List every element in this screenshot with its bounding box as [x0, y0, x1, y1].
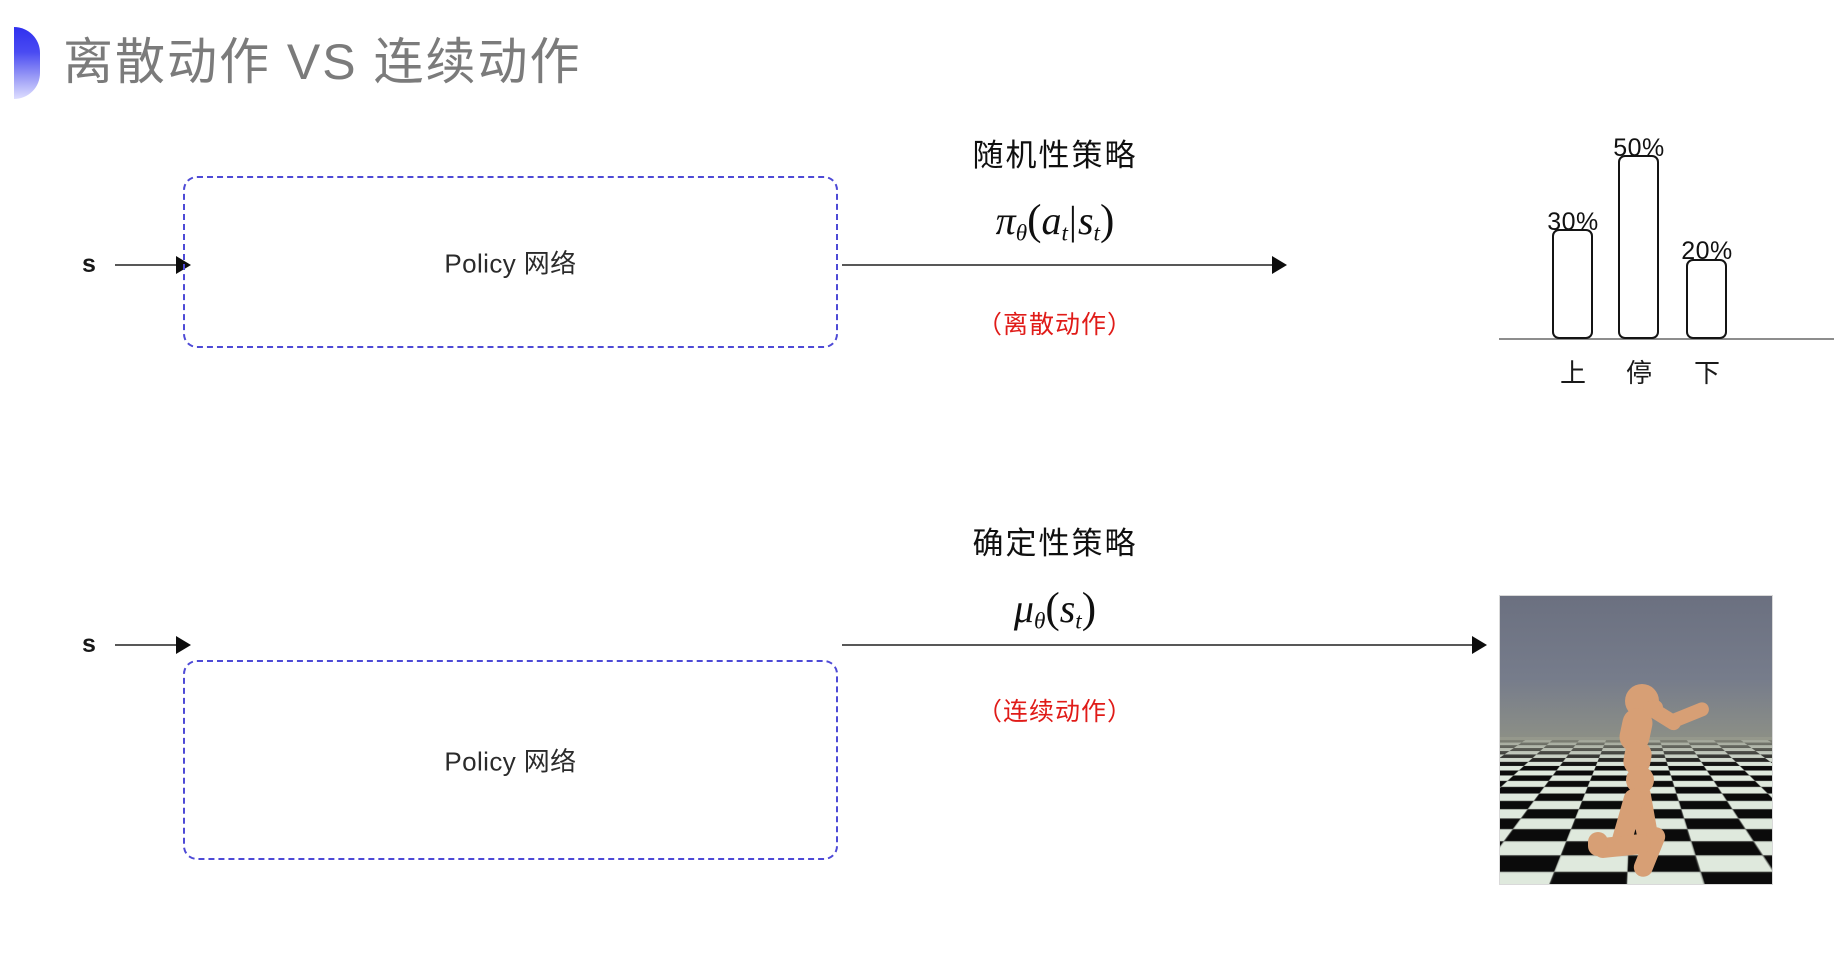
policy-network-box-row2[interactable]: Policy 网络	[183, 660, 838, 860]
policy-network-label-row1: Policy 网络	[444, 248, 577, 279]
policy-network-box-row1[interactable]: Policy 网络	[183, 176, 838, 348]
output-arrow-line-row2	[842, 644, 1475, 646]
deterministic-policy-description: 确定性策略 μθ(st)	[930, 522, 1180, 646]
output-arrow-line-row1	[842, 264, 1275, 266]
formula-theta-sub-2: θ	[1033, 608, 1046, 635]
bar-value-2: 20%	[1681, 237, 1733, 265]
stochastic-policy-formula: πθ(at|st)	[930, 196, 1180, 258]
continuous-action-tag: （连续动作）	[976, 698, 1133, 726]
deterministic-policy-title: 确定性策略	[972, 526, 1138, 561]
bar-category-0: 上	[1559, 358, 1586, 388]
formula-a-sub: t	[1061, 220, 1068, 247]
bar-1	[1618, 155, 1659, 339]
formula-s: s	[1077, 198, 1094, 243]
slide-bottom-margin	[0, 920, 1846, 966]
formula-open-paren-2: (	[1045, 585, 1060, 632]
title-bullet-shape	[14, 27, 40, 99]
formula-theta-sub: θ	[1015, 220, 1028, 247]
formula-open-paren: (	[1027, 197, 1042, 244]
state-input-label-row1: s	[82, 250, 97, 278]
bar-value-1: 50%	[1613, 134, 1665, 162]
discrete-action-tag: （离散动作）	[976, 311, 1133, 339]
formula-s2: s	[1059, 586, 1076, 631]
bar-value-0: 30%	[1547, 208, 1599, 236]
state-input-label-row2: s	[82, 630, 97, 658]
bar-category-1: 停	[1625, 358, 1652, 388]
input-arrow-line-row1	[115, 264, 178, 266]
slide-canvas: 离散动作 VS 连续动作 s Policy 网络 随机性策略 πθ(at|st)…	[14, 27, 1834, 884]
input-arrow-line-row2	[115, 644, 178, 646]
humanoid-simulation-image	[1500, 596, 1772, 884]
formula-given-bar: |	[1068, 198, 1077, 243]
bar-2	[1686, 259, 1727, 339]
input-arrow-head-row2	[176, 636, 191, 654]
formula-s-sub: t	[1093, 220, 1100, 247]
deterministic-policy-formula: μθ(st)	[930, 584, 1180, 646]
page-title: 离散动作 VS 连续动作	[63, 34, 582, 90]
formula-close-paren: )	[1099, 197, 1115, 244]
bar-0	[1552, 229, 1593, 339]
action-probability-bar-chart: 30% 上 50% 停 20% 下	[1499, 95, 1834, 395]
formula-close-paren-2: )	[1081, 585, 1097, 632]
policy-network-label-row2: Policy 网络	[444, 746, 577, 777]
bar-category-2: 下	[1693, 358, 1720, 388]
formula-a: a	[1041, 198, 1062, 243]
formula-s2-sub: t	[1075, 608, 1082, 635]
formula-mu: μ	[1013, 586, 1034, 631]
output-arrow-head-row1	[1272, 256, 1287, 274]
stochastic-policy-title: 随机性策略	[972, 138, 1138, 173]
humanoid-foot-left	[1588, 832, 1608, 856]
chart-baseline-axis	[1499, 338, 1834, 340]
formula-pi: π	[995, 198, 1016, 243]
output-arrow-head-row2	[1472, 636, 1487, 654]
stochastic-policy-description: 随机性策略 πθ(at|st)	[930, 134, 1180, 258]
